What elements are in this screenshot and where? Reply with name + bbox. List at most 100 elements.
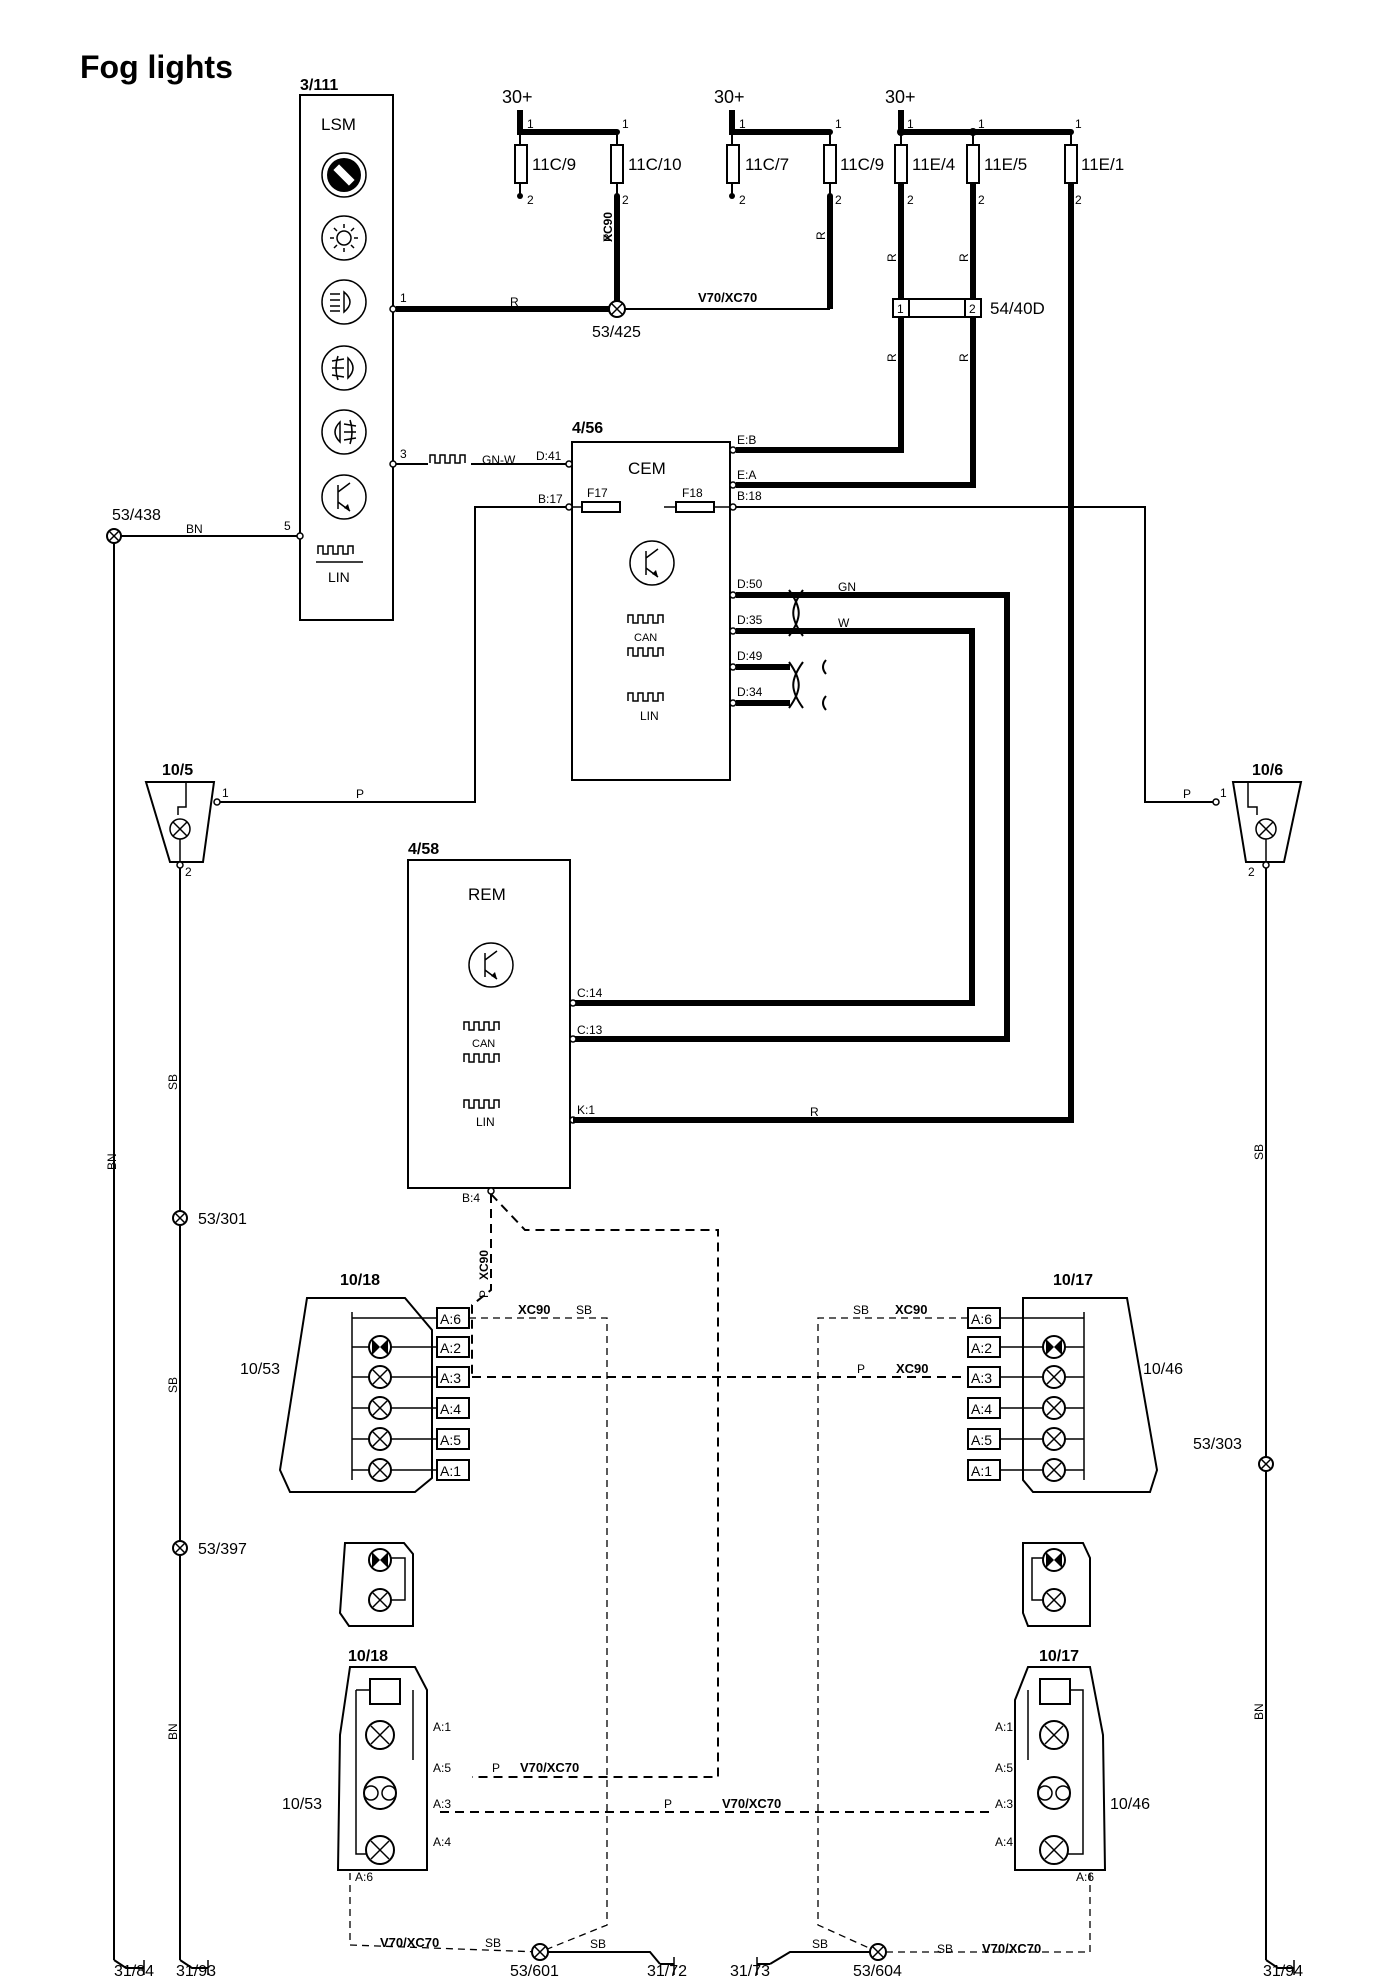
bulb-icon bbox=[1042, 1396, 1066, 1420]
bulb-icon bbox=[368, 1427, 392, 1451]
pin-label: A:1 bbox=[433, 1720, 451, 1734]
bulb-icon bbox=[368, 1458, 392, 1482]
taillight-right-v70: 10/17 10/46 A:1 A:5 A:3 A:4 A:6 bbox=[995, 1648, 1150, 1884]
wire-color-label: SB bbox=[576, 1303, 592, 1317]
rem-pin-k1: K:1 bbox=[577, 1103, 595, 1117]
cem-lin-label: LIN bbox=[640, 709, 659, 723]
lamp-id: 10/6 bbox=[1252, 762, 1283, 779]
cem-pin-d50: D:50 bbox=[737, 577, 763, 591]
ground-label: 31/72 bbox=[647, 1963, 687, 1978]
taillight-sub: 10/53 bbox=[240, 1361, 280, 1378]
lamp-pin-1: 1 bbox=[222, 786, 229, 800]
pin-label: A:4 bbox=[433, 1835, 451, 1849]
wire-color-label: GN bbox=[838, 580, 856, 594]
pin-label: A:5 bbox=[971, 1432, 992, 1448]
bulb-icon bbox=[1042, 1335, 1066, 1359]
lamp-id: 10/5 bbox=[162, 762, 193, 779]
pin-column: A:6 A:2 A:3 A:4 A:5 A:1 bbox=[436, 1307, 470, 1481]
headlight-icon bbox=[321, 279, 367, 325]
lsm-pin-1: 1 bbox=[400, 291, 407, 305]
splice-label: 53/303 bbox=[1193, 1436, 1242, 1453]
cem-fuse-f17: F17 bbox=[587, 486, 608, 500]
cem-module: 4/56 CEM F17 F18 CAN LIN D:41 B:17 E:B E… bbox=[536, 420, 763, 781]
pin-column: A:6 A:2 A:3 A:4 A:5 A:1 bbox=[967, 1307, 1001, 1481]
splice-53-397: 53/397 bbox=[172, 1540, 247, 1558]
taillight-sub: 10/46 bbox=[1143, 1361, 1183, 1378]
bulb-icon bbox=[368, 1588, 392, 1612]
wire-color-label: SB bbox=[485, 1936, 501, 1950]
cem-can-label: CAN bbox=[634, 632, 657, 644]
wire-color-label: P bbox=[664, 1797, 672, 1811]
cem-pin-d34: D:34 bbox=[737, 685, 763, 699]
wire-color-label: P bbox=[477, 1290, 491, 1298]
splice-53-301: 53/301 bbox=[172, 1210, 247, 1228]
fuse-11C7: 11C/7 bbox=[726, 144, 789, 199]
wire-color-label: BN bbox=[166, 1723, 180, 1740]
wire-color-label: SB bbox=[166, 1377, 180, 1393]
connector-pin-1: 1 bbox=[897, 302, 904, 316]
transistor-icon bbox=[468, 942, 514, 988]
bulb-icon bbox=[1042, 1548, 1066, 1572]
cem-pin-d35: D:35 bbox=[737, 613, 763, 627]
fuse-11E1: 11E/1 bbox=[1064, 144, 1124, 184]
wire-color-label: SB bbox=[166, 1074, 180, 1090]
splice-53-303: 53/303 bbox=[1193, 1436, 1274, 1472]
fuse-11E4: 11E/4 bbox=[894, 144, 955, 184]
splice-label: 53/425 bbox=[592, 324, 641, 341]
fuse-pin: 1 bbox=[622, 117, 629, 131]
pin-label: A:1 bbox=[995, 1720, 1013, 1734]
wire-color-label: SB bbox=[853, 1303, 869, 1317]
connector-label: 54/40D bbox=[990, 299, 1045, 318]
fuse-label: 11C/9 bbox=[532, 155, 576, 174]
rem-id: 4/58 bbox=[408, 841, 439, 858]
splice-53-438: 53/438 bbox=[106, 507, 161, 544]
wire-color-label: R bbox=[885, 353, 899, 362]
fuse-pin: 1 bbox=[739, 117, 746, 131]
wire-color-label: W bbox=[838, 616, 850, 630]
lsm-name: LSM bbox=[321, 115, 356, 134]
lsm-pin-5: 5 bbox=[284, 519, 291, 533]
variant-label: XC90 bbox=[518, 1302, 551, 1317]
taillight-right-xc90: 10/17 10/46 A:6 A:2 A:3 A:4 A:5 A:1 bbox=[967, 1272, 1183, 1493]
fuse-pin: 1 bbox=[527, 117, 534, 131]
fuse-label: 11E/1 bbox=[1081, 155, 1124, 174]
taillight-left-v70: 10/18 10/53 A:1 A:5 A:3 A:4 A:6 bbox=[282, 1648, 451, 1884]
fuse-pin: 2 bbox=[907, 193, 914, 207]
wire-color-label: BN bbox=[105, 1153, 119, 1170]
fuse-pin: 1 bbox=[835, 117, 842, 131]
rem-module: 4/58 REM CAN LIN C:14 C:13 K:1 B:4 bbox=[407, 841, 603, 1205]
wire-color-label: R bbox=[885, 253, 899, 262]
variant-label: XC90 bbox=[895, 1302, 928, 1317]
taillight-sub: 10/53 bbox=[282, 1796, 322, 1813]
cem-pin-ea: E:A bbox=[737, 468, 756, 482]
rem-pin-c14: C:14 bbox=[577, 986, 603, 1000]
splice-53-604: 53/604 bbox=[853, 1943, 902, 1978]
light-switch-icon bbox=[321, 152, 367, 198]
lsm-id: 3/111 bbox=[300, 77, 338, 94]
ground-symbol bbox=[179, 1959, 209, 1975]
pin-label: A:3 bbox=[440, 1370, 461, 1386]
wire-color-label: P bbox=[356, 787, 364, 801]
pin-label: A:6 bbox=[355, 1870, 373, 1884]
pin-label: A:2 bbox=[440, 1340, 461, 1356]
ground-label: 31/84 bbox=[114, 1963, 154, 1978]
wire-color-label: R bbox=[510, 295, 519, 309]
bulb-icon bbox=[1042, 1588, 1066, 1612]
wire-color-label: BN bbox=[186, 522, 203, 536]
fuse-pin: 2 bbox=[739, 193, 746, 207]
variant-label: V70/XC70 bbox=[380, 1935, 439, 1950]
taillight-left-xc90: 10/18 10/53 A:6 A:2 A:3 A:4 A:5 A:1 bbox=[240, 1272, 470, 1493]
fuse-pin: 2 bbox=[1075, 193, 1082, 207]
bulb-icon bbox=[368, 1548, 392, 1572]
cem-name: CEM bbox=[628, 459, 666, 478]
splice-label: 53/301 bbox=[198, 1211, 247, 1228]
fog-lamp-right: 10/6 1 2 bbox=[1212, 762, 1303, 879]
lamp-pin-2: 2 bbox=[1248, 865, 1255, 879]
side-lamp-left bbox=[338, 1542, 414, 1627]
bulb-icon bbox=[365, 1720, 395, 1750]
pin-label: A:3 bbox=[995, 1797, 1013, 1811]
fuse-label: 11C/9 bbox=[840, 155, 884, 174]
fuse-label: 11E/4 bbox=[912, 155, 955, 174]
cem-pin-b17: B:17 bbox=[538, 492, 563, 506]
fuse-pin: 1 bbox=[1075, 117, 1082, 131]
